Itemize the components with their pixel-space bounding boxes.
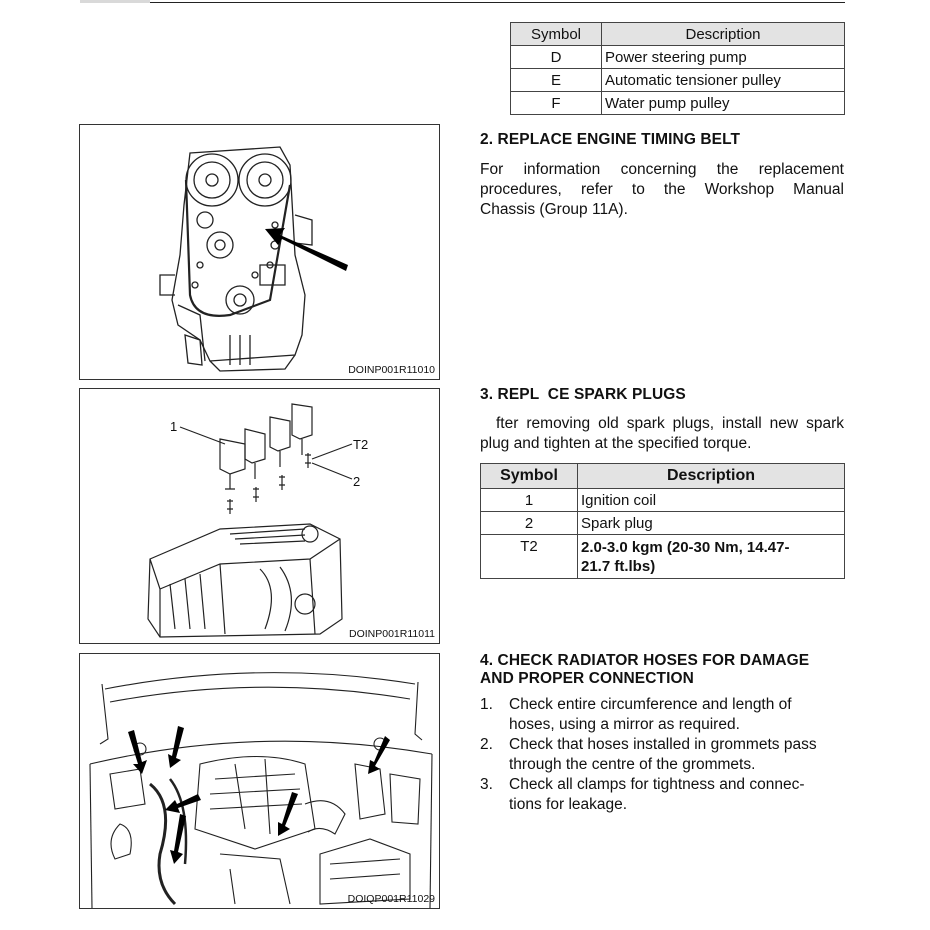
header-rule-shade [80, 0, 150, 3]
figure-code: DOINP001R11010 [348, 364, 435, 376]
torque-line: 21.7 ft.lbs) [581, 557, 656, 575]
list-line: tions for leakage. [509, 796, 628, 813]
section2-line: Chassis (Group 11A). [480, 201, 628, 218]
belt-components-table: Symbol Description D Power steering pump… [510, 22, 845, 115]
section4-heading-line: AND PROPER CONNECTION [480, 670, 694, 687]
section2-line: For information concerning the replaceme… [480, 161, 844, 178]
spark-plug-exploded-illustration [147, 403, 353, 638]
table-row: F Water pump pulley [510, 91, 845, 115]
table2-description: Ignition coil [577, 488, 845, 512]
table1-symbol: F [510, 91, 602, 115]
list-number: 1. [480, 696, 493, 713]
list-item: 1. Check entire circumference and length… [480, 695, 844, 735]
engine-bay-illustration [89, 672, 433, 908]
table1-description: Automatic tensioner pulley [601, 68, 845, 92]
table2-description: Spark plug [577, 511, 845, 535]
table2-symbol: 1 [480, 488, 578, 512]
header-rule [150, 2, 845, 3]
table-row: D Power steering pump [510, 45, 845, 69]
section2-line: procedures, refer to the Workshop Manual [480, 181, 844, 198]
section4-heading: 4. CHECK RADIATOR HOSES FOR DAMAGE AND P… [480, 652, 809, 688]
table2-symbol: 2 [480, 511, 578, 535]
table2-torque: 2.0-3.0 kgm (20-30 Nm, 14.47- 21.7 ft.lb… [577, 534, 845, 579]
section4-heading-line: 4. CHECK RADIATOR HOSES FOR DAMAGE [480, 652, 810, 669]
list-line: Check that hoses installed in grommets p… [509, 736, 817, 753]
list-line: hoses, using a mirror as required. [509, 716, 740, 733]
figure-code: DOINP001R11011 [349, 628, 435, 640]
list-line: Check all clamps for tightness and conne… [509, 776, 805, 793]
table2-symbol: T2 [480, 534, 578, 579]
callout-ignition-coil: 1 [170, 419, 178, 434]
list-number: 3. [480, 776, 493, 793]
table-row: 1 Ignition coil [480, 488, 845, 512]
list-item: 3. Check all clamps for tightness and co… [480, 775, 844, 815]
table2-header-symbol: Symbol [480, 463, 578, 489]
section2-body: For information concerning the replaceme… [480, 160, 844, 220]
section2-heading: 2. REPLACE ENGINE TIMING BELT [480, 131, 741, 148]
callout-torque: T2 [353, 437, 369, 452]
list-number: 2. [480, 736, 493, 753]
spark-plug-table: Symbol Description 1 Ignition coil 2 Spa… [480, 463, 845, 579]
section3-line: plug and tighten at the specified torque… [480, 435, 752, 452]
table-row: 2 Spark plug [480, 511, 845, 535]
list-item: 2. Check that hoses installed in grommet… [480, 735, 844, 775]
section3-line: fter removing old spark plugs, install n… [480, 415, 844, 432]
section4-list: 1. Check entire circumference and length… [480, 695, 844, 815]
table-row: T2 2.0-3.0 kgm (20-30 Nm, 14.47- 21.7 ft… [480, 534, 845, 579]
torque-line: 2.0-3.0 kgm (20-30 Nm, 14.47- [581, 538, 790, 556]
table-row: E Automatic tensioner pulley [510, 68, 845, 92]
table1-description: Water pump pulley [601, 91, 845, 115]
table1-header-symbol: Symbol [510, 22, 602, 46]
figure-radiator-hoses: DOIQP001R11029 [79, 653, 440, 909]
table1-header-description: Description [601, 22, 845, 46]
callout-spark-plug: 2 [353, 474, 361, 489]
list-line: Check entire circumference and length of [509, 696, 792, 713]
table1-symbol: D [510, 45, 602, 69]
table1-description: Power steering pump [601, 45, 845, 69]
table2-header-description: Description [577, 463, 845, 489]
figure-code: DOIQP001R11029 [347, 893, 435, 905]
table1-symbol: E [510, 68, 602, 92]
figure-timing-belt: DOINP001R11010 [79, 124, 440, 380]
figure-spark-plugs: 1 T2 2 DOINP001R11011 [79, 388, 440, 644]
engine-timing-belt-illustration [159, 146, 348, 372]
section3-body: fter removing old spark plugs, install n… [480, 414, 844, 454]
section3-heading: 3. REPL CE SPARK PLUGS [480, 386, 686, 403]
list-line: through the centre of the grommets. [509, 756, 756, 773]
